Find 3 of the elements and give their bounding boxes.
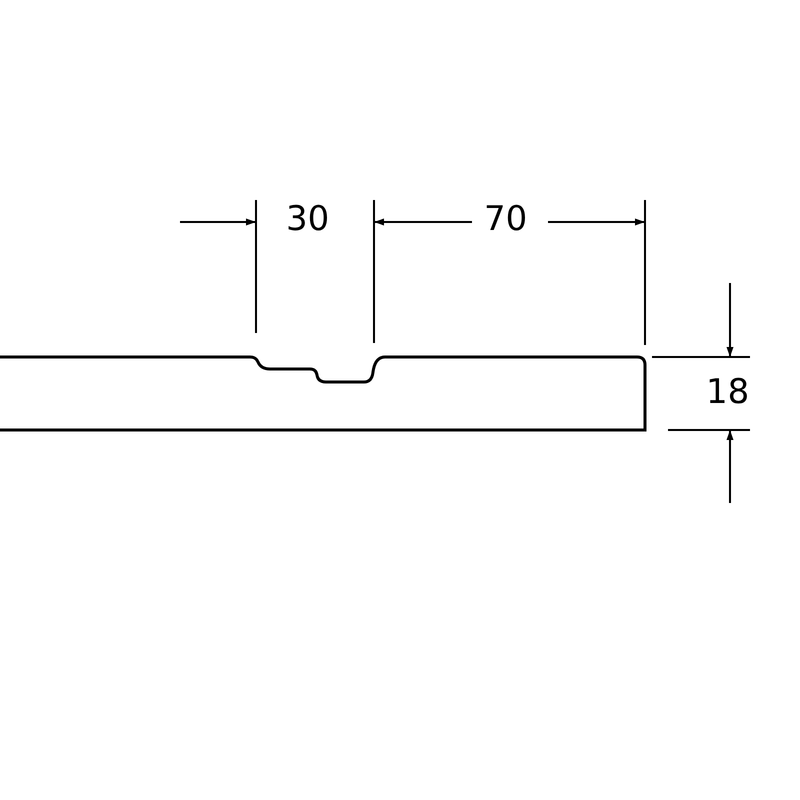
dimension-label: 70 (484, 202, 528, 236)
dimension-label: 18 (706, 375, 750, 409)
dimension-label: 30 (286, 202, 330, 236)
